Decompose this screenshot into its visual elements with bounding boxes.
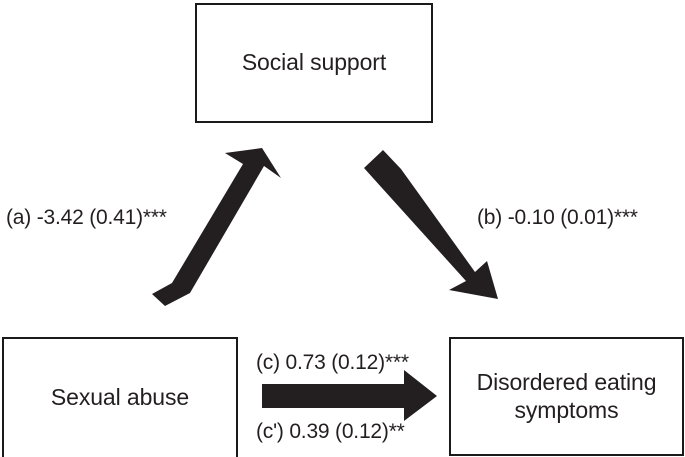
arrow-path-c [262, 370, 437, 421]
arrow-path-b [364, 150, 498, 299]
path-c-prime-label: (c') 0.39 (0.12)** [256, 420, 405, 443]
node-sexual-abuse-label: Sexual abuse [50, 384, 190, 411]
arrow-path-a [152, 148, 281, 306]
node-social-support-label: Social support [241, 49, 387, 76]
path-b-label: (b) -0.10 (0.01)*** [477, 206, 638, 229]
node-social-support[interactable]: Social support [195, 3, 433, 123]
node-disordered-eating[interactable]: Disordered eating symptoms [449, 337, 684, 456]
node-sexual-abuse[interactable]: Sexual abuse [2, 337, 238, 457]
node-disordered-eating-label: Disordered eating symptoms [476, 369, 657, 423]
path-c-label: (c) 0.73 (0.12)*** [256, 351, 409, 374]
path-a-label: (a) -3.42 (0.41)*** [6, 206, 167, 229]
